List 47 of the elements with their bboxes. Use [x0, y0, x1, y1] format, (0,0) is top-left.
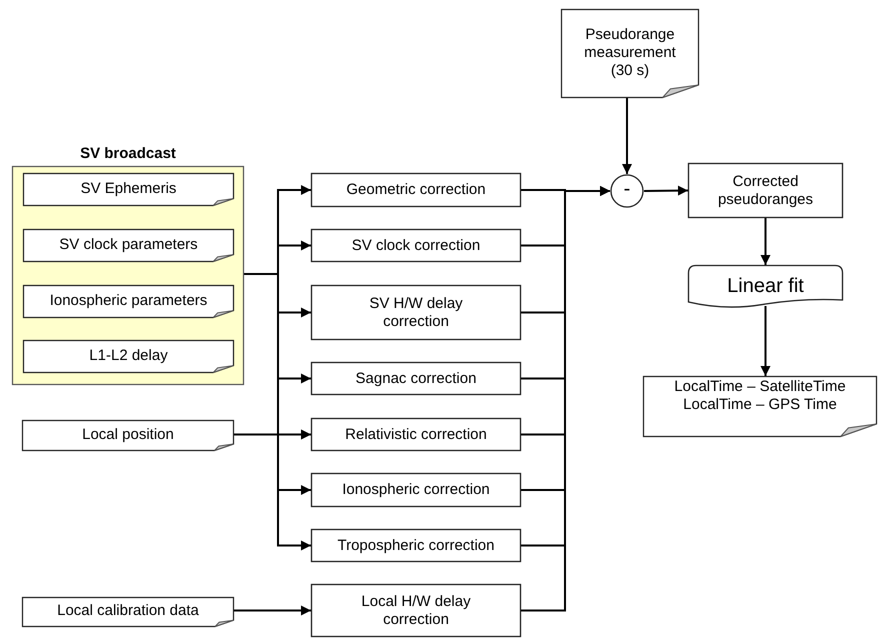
node-label: SV H/W delay correction	[368, 294, 464, 330]
node-label: Ionospheric correction	[341, 481, 491, 499]
node-label: SV clock correction	[350, 236, 482, 254]
process-box	[311, 418, 521, 451]
node-label: L1-L2 delay	[88, 346, 169, 364]
summing-junction	[610, 174, 644, 208]
node-label: Local position	[81, 426, 175, 444]
process-box	[311, 584, 521, 637]
node-label: Relativistic correction	[344, 426, 488, 444]
process-box	[311, 362, 521, 395]
arrow	[760, 306, 770, 376]
note-shape	[23, 229, 234, 262]
note-shape	[22, 420, 234, 451]
node-label: Sagnac correction	[354, 370, 478, 388]
operator-symbol: -	[624, 177, 630, 201]
process-box	[311, 173, 521, 207]
note-shape	[23, 340, 234, 373]
node-label: LocalTime – SatelliteTime	[673, 378, 847, 396]
arrow	[622, 98, 632, 174]
note-shape	[643, 376, 877, 437]
group-heading: SV broadcast	[80, 145, 176, 163]
node-label: Geometric correction	[345, 181, 487, 199]
node-label: Local H/W delay correction	[360, 592, 472, 628]
process-box	[311, 529, 521, 562]
note-shape	[22, 597, 234, 627]
arrow	[644, 186, 688, 196]
process-box	[311, 229, 521, 262]
node-label: SV Ephemeris	[80, 180, 178, 198]
arrow	[521, 186, 610, 612]
node-label: Tropospheric correction	[336, 536, 496, 554]
arrow	[234, 430, 311, 440]
node-label: Pseudorange measurement (30 s)	[583, 26, 677, 80]
note-shape	[23, 285, 234, 318]
arrow	[234, 606, 311, 616]
node-label: SV clock parameters	[58, 236, 199, 254]
arrow	[760, 218, 770, 265]
note-shape	[561, 9, 699, 98]
process-box	[688, 163, 843, 218]
node-label: Ionospheric parameters	[48, 292, 208, 310]
process-box	[311, 473, 521, 507]
node-label: Local calibration data	[56, 602, 200, 620]
note-shape	[23, 173, 234, 206]
node-label: LocalTime – GPS Time	[682, 396, 838, 414]
node-label: Corrected pseudoranges	[716, 172, 814, 208]
node-label: Linear fit	[727, 274, 804, 298]
arrow	[244, 273, 311, 550]
process-box	[311, 285, 521, 340]
